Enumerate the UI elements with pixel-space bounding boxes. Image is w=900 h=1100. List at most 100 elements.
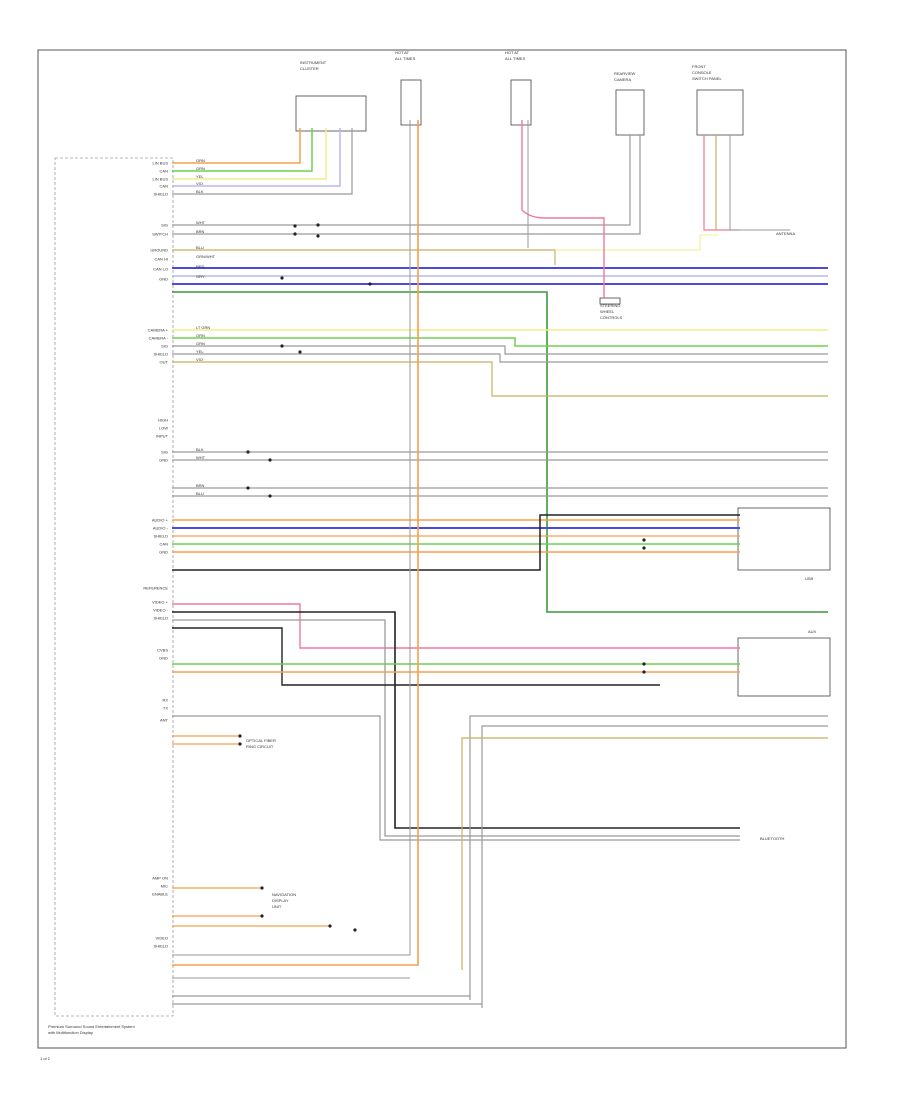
- pin-label: CAN LO: [153, 267, 168, 272]
- splice-group: [238, 223, 646, 932]
- component-front-console-switch: SWITCH PANEL: [692, 76, 722, 81]
- splice-dot: [642, 670, 646, 674]
- component-aux-input: AUX: [808, 629, 817, 634]
- wire: [555, 234, 718, 251]
- component-usb-port: USB: [805, 576, 814, 581]
- component-rearview-camera: REARVIEW: [614, 71, 635, 76]
- pin-label: TX: [163, 706, 168, 711]
- pin-label: VIDEO: [156, 936, 168, 941]
- component-navigation-unit: UNIT: [272, 904, 282, 909]
- component-steering-wheel-controls: STEERING: [600, 303, 620, 308]
- wire-group: [172, 120, 828, 1008]
- wire-code: WHT: [196, 455, 206, 460]
- component-hot-at-all-times-2: ALL TIMES: [505, 56, 526, 61]
- wire: [172, 128, 313, 172]
- diagram-frame: [37, 49, 847, 1049]
- wire-code: BLK: [196, 189, 204, 194]
- pin-label: SHIELD: [154, 616, 169, 621]
- connector-box: [737, 507, 831, 571]
- pin-label: SHIELD: [154, 534, 169, 539]
- wire: [461, 737, 828, 970]
- pin-label: AUDIO +: [152, 518, 169, 523]
- wire: [172, 337, 828, 347]
- component-navigation-unit: NAVIGATION: [272, 892, 296, 897]
- pin-label: OUT: [160, 360, 169, 365]
- splice-dot: [316, 234, 320, 238]
- component-hot-at-all-times-1: ALL TIMES: [395, 56, 416, 61]
- splice-dot: [316, 223, 320, 227]
- component-rearview-camera: CAMERA: [614, 77, 631, 82]
- wire-code: BRN: [196, 483, 205, 488]
- wire: [729, 135, 790, 231]
- splice-dot: [246, 450, 250, 454]
- wire: [172, 345, 828, 355]
- component-hot-at-all-times-1: HOT AT: [395, 50, 410, 55]
- wire-code: LT GRN: [196, 325, 210, 330]
- wire-code: RED: [196, 264, 205, 269]
- pin-label: LIN BUS: [152, 161, 168, 166]
- pin-label: SHIELD: [154, 192, 169, 197]
- connector-box: [737, 637, 831, 697]
- splice-dot: [280, 276, 284, 280]
- connector-box: [295, 95, 367, 132]
- pin-label: SHIELD: [154, 944, 169, 949]
- pin-label: MIC: [161, 884, 168, 889]
- connector-box: [615, 89, 645, 136]
- splice-dot: [353, 928, 357, 932]
- pin-label: GROUND: [150, 248, 168, 253]
- wire: [703, 135, 740, 231]
- component-instrument-cluster: CLUSTER: [300, 66, 319, 71]
- pin-label: VIDEO +: [152, 600, 169, 605]
- wire: [469, 715, 828, 1000]
- wire-code: ORN: [196, 158, 205, 163]
- splice-dot: [238, 742, 242, 746]
- splice-dot: [293, 224, 297, 228]
- splice-dot: [328, 924, 332, 928]
- wire-code: BRN: [196, 229, 205, 234]
- wire-code: BLU: [196, 491, 204, 496]
- connector-box: [696, 89, 744, 136]
- wire: [172, 619, 740, 837]
- pin-label: RX: [162, 698, 168, 703]
- connector-box: [510, 79, 532, 126]
- wire: [172, 128, 301, 164]
- wire-code: BLU: [196, 245, 204, 250]
- wire-code: WHT: [196, 220, 206, 225]
- component-navigation-unit: DISPLAY: [272, 898, 289, 903]
- splice-dot: [642, 538, 646, 542]
- component-front-console-switch: FRONT: [692, 64, 706, 69]
- pin-label: REFERENCE: [143, 586, 168, 591]
- page-number: 1 of 2: [40, 1056, 51, 1061]
- pin-label: LOW: [159, 426, 168, 431]
- pin-label: LIN BUS: [152, 177, 168, 182]
- wire: [172, 135, 631, 226]
- wire-code: GRY: [196, 274, 205, 279]
- pin-label: SWITCH: [152, 232, 168, 237]
- wire-code: GRN: [196, 341, 205, 346]
- pin-label: INPUT: [156, 434, 169, 439]
- wire: [172, 128, 327, 180]
- wire-code: YEL: [196, 349, 204, 354]
- splice-dot: [298, 350, 302, 354]
- connector-box: [400, 79, 422, 126]
- wire: [172, 514, 740, 571]
- splice-dot: [280, 344, 284, 348]
- splice-dot: [368, 282, 372, 286]
- component-steering-wheel-controls: WHEEL: [600, 309, 615, 314]
- pin-label: GND: [159, 550, 168, 555]
- splice-dot: [238, 734, 242, 738]
- pin-label: CAMERA +: [148, 328, 169, 333]
- footer-title: Premium Surround Sound Entertainment Sys…: [48, 1024, 135, 1029]
- wire: [521, 120, 605, 298]
- pin-label: GND: [159, 277, 168, 282]
- wire: [172, 361, 828, 397]
- pin-label: SIG: [161, 450, 168, 455]
- pin-label: SHIELD: [154, 352, 169, 357]
- pin-label: ANT: [160, 718, 169, 723]
- wire: [172, 627, 660, 686]
- pin-label: SIG: [161, 344, 168, 349]
- module-outline: [54, 157, 174, 1017]
- pin-label: GND: [159, 656, 168, 661]
- footer-subtitle: with Multifunction Display: [48, 1030, 93, 1035]
- wire: [481, 725, 828, 1008]
